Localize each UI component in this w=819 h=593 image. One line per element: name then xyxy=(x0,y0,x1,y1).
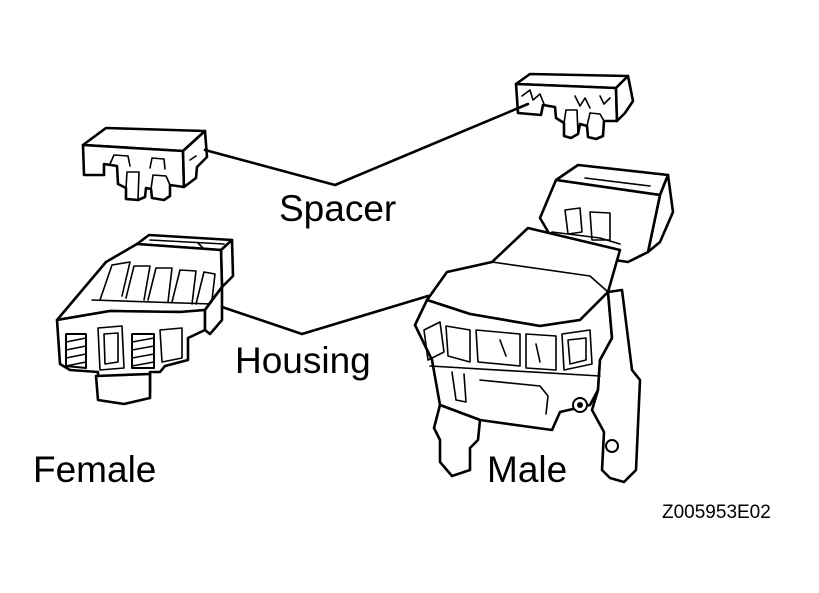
female-spacer-part xyxy=(81,126,209,202)
male-label: Male xyxy=(487,449,567,490)
figure-code-label: Z005953E02 xyxy=(662,502,771,523)
spacer-leader-line xyxy=(203,102,530,187)
housing-leader-line xyxy=(220,294,430,336)
housing-label: Housing xyxy=(235,340,371,381)
male-spacer-part xyxy=(514,72,635,141)
female-housing-part xyxy=(55,233,235,406)
male-housing-part xyxy=(413,163,675,484)
spacer-label: Spacer xyxy=(279,188,396,229)
leader-lines xyxy=(203,102,530,336)
female-label: Female xyxy=(33,449,156,490)
